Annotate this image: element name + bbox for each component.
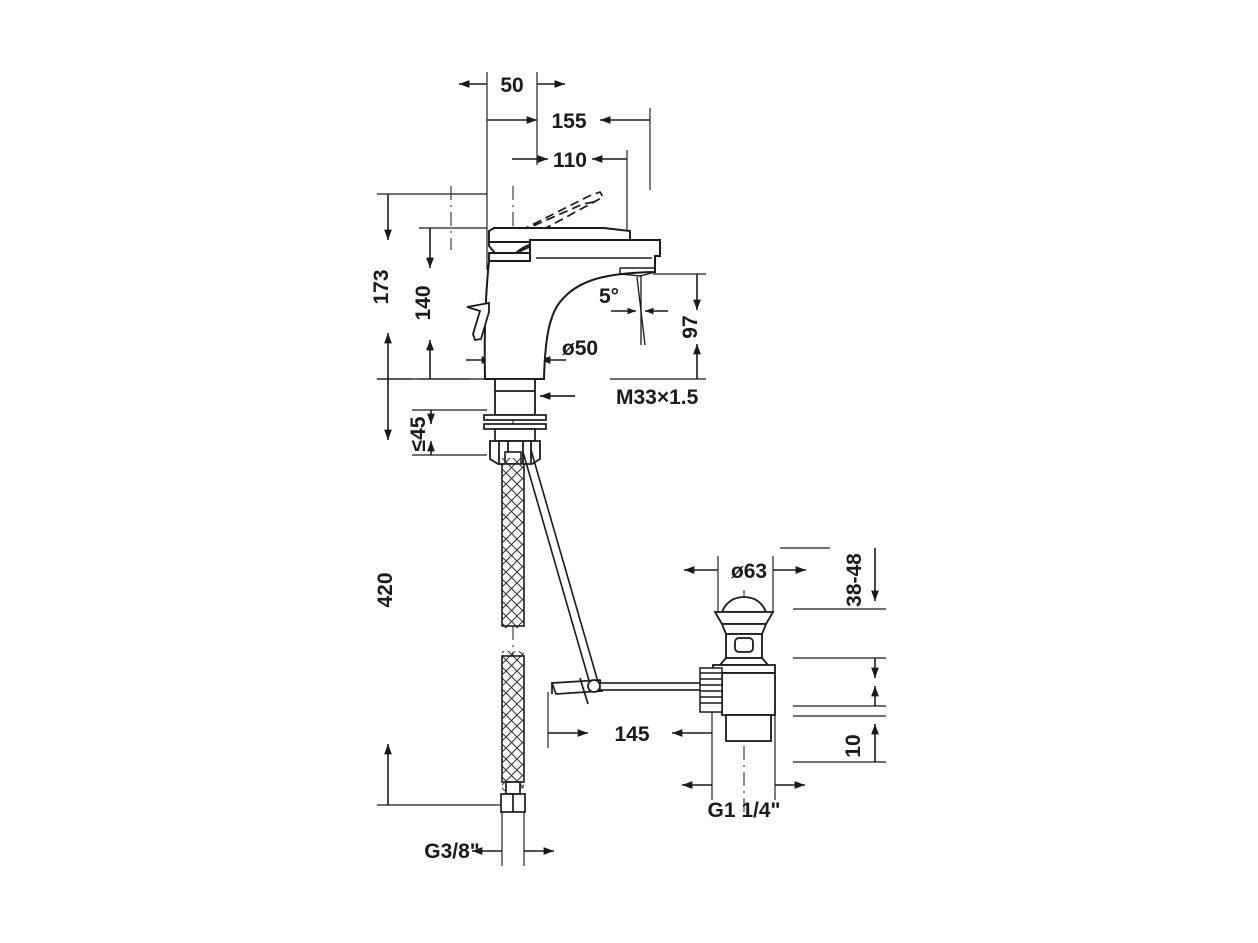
dim-label-420: 420 xyxy=(374,572,397,607)
dim-label-155: 155 xyxy=(551,110,586,133)
mounting-washers xyxy=(483,414,547,442)
dim-label-dia63: ø63 xyxy=(731,560,767,583)
dim-label-50: 50 xyxy=(500,74,523,97)
dim-label-110: 110 xyxy=(553,149,587,172)
waste-body xyxy=(721,672,776,742)
angle-reference-lines xyxy=(636,275,646,346)
flexible-supply-hose-b xyxy=(501,651,525,791)
dim-label-m33: M33×1.5 xyxy=(616,386,699,409)
pop-up-lift-rod xyxy=(466,301,490,342)
dim-label-145: 145 xyxy=(614,723,649,746)
flexible-supply-hose-a xyxy=(501,451,525,628)
waste-flange xyxy=(718,623,770,666)
dim-label-45max: ≤45 xyxy=(407,416,430,451)
dim-label-140: 140 xyxy=(412,285,435,320)
spout-detail xyxy=(536,257,656,277)
lever-raised-position xyxy=(507,190,605,243)
dim-label-5deg: 5° xyxy=(599,285,619,308)
dim-label-dia50: ø50 xyxy=(562,337,598,360)
extension-lines xyxy=(377,72,886,866)
threaded-shank xyxy=(494,378,536,416)
dim-label-g114: G1 1/4" xyxy=(708,799,781,822)
clevis-connector xyxy=(550,677,604,705)
lift-rod-linkage-diagonal xyxy=(522,449,599,685)
dim-label-10: 10 xyxy=(842,734,865,757)
dim-label-g38: G3/8" xyxy=(424,840,479,863)
dimension-labels: 50 155 110 173 140 97 5° ø50 M33×1.5 ≤45… xyxy=(370,74,866,863)
waste-lock-nut xyxy=(699,667,723,713)
dimension-lines xyxy=(384,80,879,855)
hose-connector-g38 xyxy=(500,781,526,813)
dim-label-97: 97 xyxy=(679,315,702,338)
dim-label-173: 173 xyxy=(370,269,393,304)
dim-label-3848: 38-48 xyxy=(843,553,866,607)
waste-cap xyxy=(713,596,775,625)
pop-up-waste-assembly xyxy=(699,596,776,742)
horizontal-linkage-rod xyxy=(599,682,709,691)
